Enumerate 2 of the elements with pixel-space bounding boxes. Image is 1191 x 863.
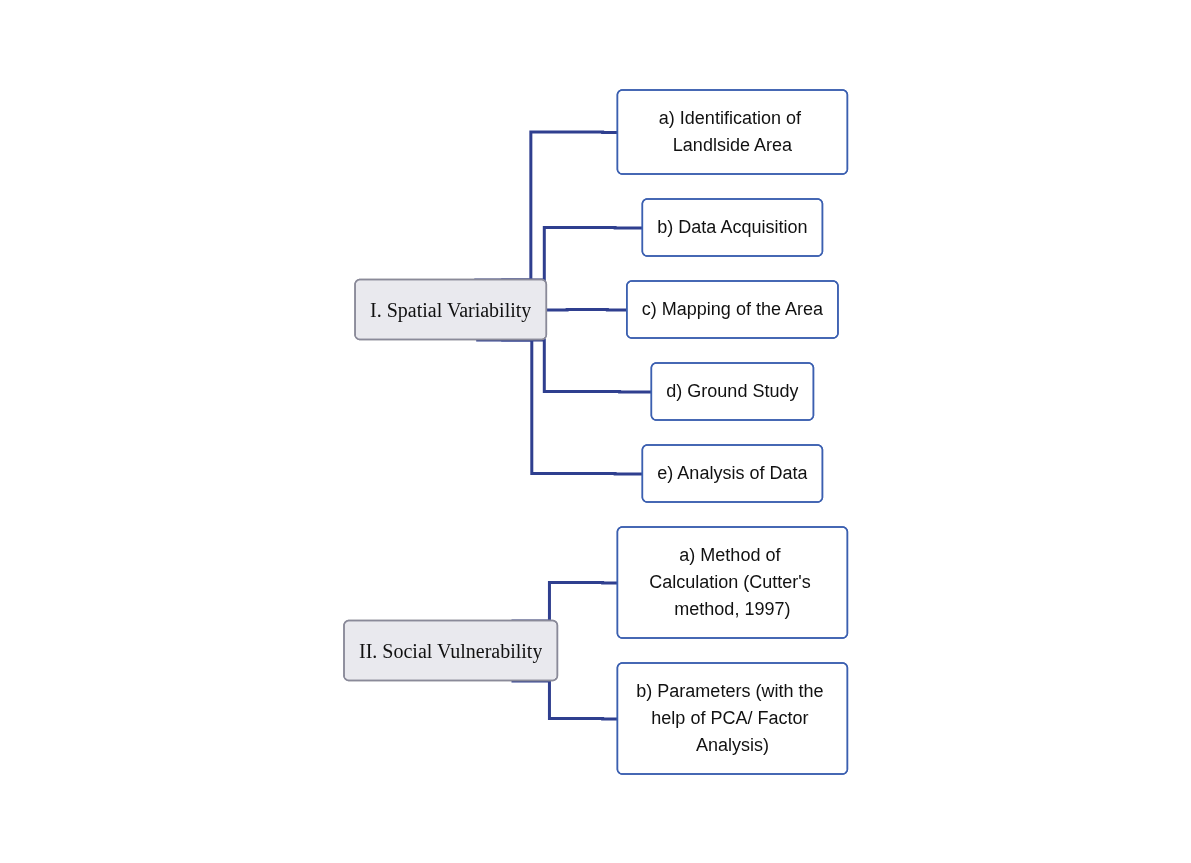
connector [511, 679, 618, 720]
connector [476, 338, 643, 475]
